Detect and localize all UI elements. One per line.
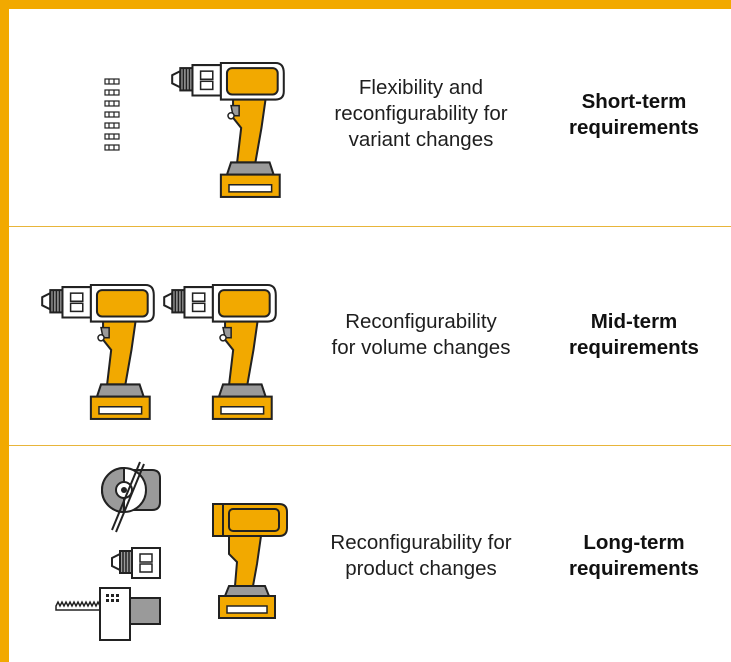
row3-requirement: Long-term requirements	[569, 531, 699, 580]
cordless-drill-icon	[41, 284, 155, 420]
row1-requirement: Short-term requirements	[569, 90, 699, 139]
row1-description: Flexibility and reconfigurability for va…	[334, 76, 508, 151]
cordless-drill-icon	[171, 62, 285, 198]
row2-requirement: Mid-term requirements	[569, 310, 699, 359]
drill-bits-icon	[104, 78, 120, 151]
row-divider	[9, 445, 731, 446]
top-accent-bar	[0, 0, 731, 9]
row3-description: Reconfigurability for product changes	[330, 531, 512, 580]
tool-body-icon	[212, 503, 288, 619]
row-short-term: Flexibility and reconfigurability for va…	[9, 9, 731, 226]
left-accent-bar	[0, 0, 9, 662]
row-long-term: Reconfigurability for product changes Lo…	[9, 446, 731, 662]
drill-head-icon	[111, 547, 161, 579]
row-mid-term: Reconfigurability for volume changes Mid…	[9, 227, 731, 445]
cordless-drill-icon	[163, 284, 277, 420]
row-divider	[9, 226, 731, 227]
angle-grinder-head-icon	[101, 461, 161, 533]
row2-description: Reconfigurability for volume changes	[331, 310, 511, 359]
jigsaw-head-icon	[55, 587, 161, 641]
